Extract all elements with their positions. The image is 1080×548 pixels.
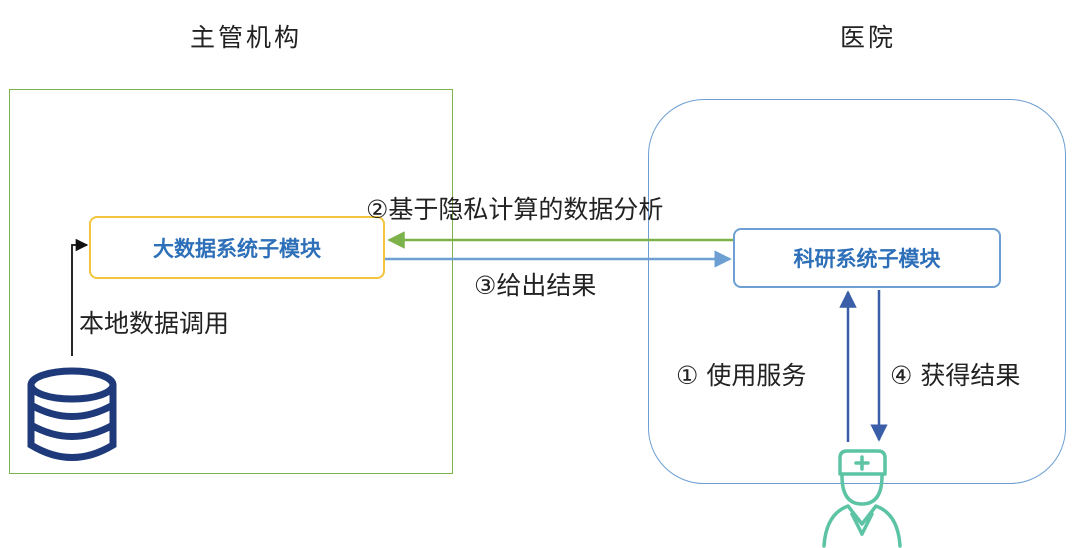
database-icon — [27, 367, 117, 461]
label-step2: ②基于隐私计算的数据分析 — [366, 195, 664, 224]
heading-authority: 主管机构 — [190, 23, 303, 52]
doctor-icon — [822, 449, 902, 548]
label-step1: ① 使用服务 — [676, 361, 807, 390]
hospital-region — [648, 99, 1066, 484]
arrow-local-call — [71, 238, 89, 356]
label-step3: ③给出结果 — [474, 271, 597, 300]
big-data-subsystem-module: 大数据系统子模块 — [89, 216, 385, 279]
label-step4: ④ 获得结果 — [890, 361, 1021, 390]
research-subsystem-module: 科研系统子模块 — [733, 228, 1001, 288]
label-local-data-call: 本地数据调用 — [79, 309, 230, 338]
authority-region — [9, 89, 453, 474]
heading-hospital: 医院 — [840, 23, 897, 52]
